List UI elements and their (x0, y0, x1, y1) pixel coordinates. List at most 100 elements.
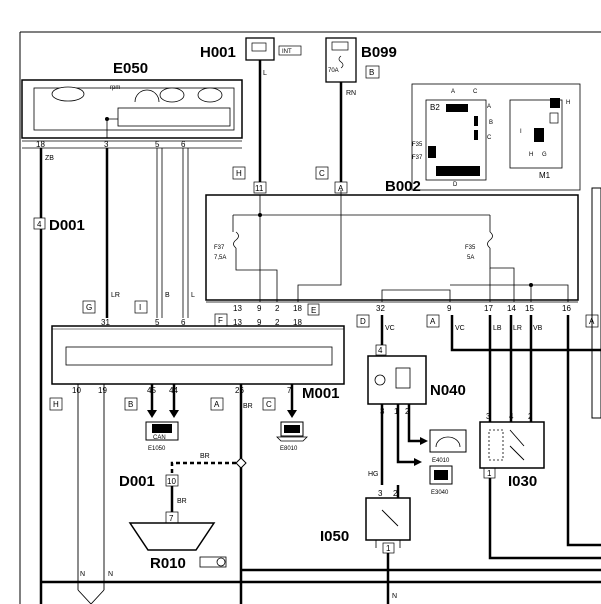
n040-relay (367, 355, 427, 405)
inset-b2-label: B2 (430, 103, 440, 112)
can-network-icon (145, 421, 179, 441)
wire-rn: RN (346, 90, 356, 97)
wire-hg: HG (368, 471, 379, 478)
b002-pin-32: 32 (376, 304, 385, 313)
wire-b: B (165, 292, 170, 299)
m001-pin-19: 19 (98, 386, 107, 395)
m001-pin-5: 5 (155, 318, 160, 327)
r010-label: R010 (150, 555, 186, 572)
m001-pin-13: 13 (233, 318, 242, 327)
wire-n-2: N (108, 571, 113, 578)
e050-instrument-panel (21, 79, 243, 149)
e050-pin-18: 18 (36, 140, 45, 149)
e050-label: E050 (113, 60, 148, 77)
inset-letter-h2: H (529, 152, 533, 158)
ref-e8010: E8010 (280, 446, 298, 452)
e050-pin-5: 5 (155, 140, 160, 149)
diagnostic-laptop-icon (276, 421, 308, 442)
i030-pin-3: 3 (486, 412, 491, 421)
b002-pin-14: 14 (507, 304, 516, 313)
i030-label: I030 (508, 473, 537, 490)
m001-connector-i: I (139, 303, 141, 312)
wire-zb: ZB (45, 155, 54, 162)
rpm-label: rpm (110, 85, 120, 91)
i030-pin-1: 1 (487, 469, 492, 478)
fuse-70a-label: 70A (328, 68, 339, 74)
m001-connector-b: B (128, 400, 133, 409)
b002-connector-h: H (236, 169, 242, 178)
fuel-pump-icon (429, 465, 453, 485)
m001-pin-9: 9 (257, 318, 262, 327)
n040-pin-1: 1 (394, 407, 399, 416)
b002-connector-e: E (311, 306, 316, 315)
b002-location-inset (411, 83, 581, 191)
b002-pin-18: 18 (293, 304, 302, 313)
e050-pin-6: 6 (181, 140, 186, 149)
n040-pin-4: 4 (378, 346, 383, 355)
ref-e4010: E4010 (432, 458, 450, 464)
b002-pin-17: 17 (484, 304, 493, 313)
wire-vc-right: VC (455, 325, 465, 332)
m001-pin-26: 26 (235, 386, 244, 395)
r010-connector-body (128, 522, 216, 551)
b002-pin-11: 11 (255, 184, 264, 193)
fuse-f37-label: F37 (214, 245, 225, 251)
n040-pin-2: 2 (405, 407, 410, 416)
b002-pin-15: 15 (525, 304, 534, 313)
b002-pin-9: 9 (257, 304, 262, 313)
wire-vb: VB (533, 325, 543, 332)
b002-pin-13: 13 (233, 304, 242, 313)
gauge-icon (429, 429, 467, 453)
b002-fuse-box (205, 190, 579, 303)
wire-vc-n040: VC (385, 325, 395, 332)
inset-letter-a: A (451, 89, 455, 95)
i050-pin-1: 1 (386, 544, 391, 553)
b099-label: B099 (361, 44, 397, 61)
ref-e1050: E1050 (148, 446, 166, 452)
inset-letter-d: D (453, 182, 458, 188)
inset-f35-label: F35 (412, 142, 423, 148)
wire-lb: LB (493, 325, 502, 332)
wires-right (41, 315, 601, 584)
i050-pin-3: 3 (378, 489, 383, 498)
inset-m1-label: M1 (539, 171, 551, 180)
wire-l-h001: L (263, 70, 267, 77)
wire-br-r010: BR (177, 498, 187, 505)
inset-letter-i: I (520, 129, 522, 135)
wires-r010 (170, 457, 247, 512)
m001-label: M001 (302, 385, 340, 402)
inset-letter-c2: C (487, 135, 492, 141)
inset-f37-label: F37 (412, 155, 423, 161)
wires-n040 (380, 315, 420, 485)
fuse-f35-rating: 5A (467, 255, 474, 261)
wire-n-3: N (392, 593, 397, 600)
n040-label: N040 (430, 382, 466, 399)
d001-left-label: D001 (49, 217, 85, 234)
b099-connector-b: B (369, 68, 374, 77)
i050-pin-2: 2 (393, 489, 398, 498)
m001-control-unit (51, 325, 345, 385)
wire-lr-right: LR (513, 325, 522, 332)
can-label: CAN (153, 435, 166, 441)
wires-i050 (386, 485, 400, 604)
i050-switch (365, 497, 411, 548)
m001-connector-h: H (53, 400, 59, 409)
fuse-f35-label: F35 (465, 245, 476, 251)
r010-connector-7: 7 (169, 514, 174, 523)
inset-letter-c: C (473, 89, 478, 95)
b002-pin-2: 2 (275, 304, 280, 313)
r010-diag-icon (199, 556, 227, 568)
b002-label: B002 (385, 178, 421, 195)
b002-pin-a: A (338, 184, 344, 193)
inset-letter-h: H (566, 100, 570, 106)
ref-e3040: E3040 (431, 490, 449, 496)
m001-connector-f: F (218, 316, 223, 325)
m001-pin-7: 7 (287, 386, 292, 395)
wire-br-dashed: BR (200, 453, 210, 460)
n040-connector-d: D (360, 317, 366, 326)
wires-m001-lower (77, 384, 294, 604)
m001-pin-10: 10 (72, 386, 81, 395)
m001-pin-18: 18 (293, 318, 302, 327)
m001-pin-2: 2 (275, 318, 280, 327)
